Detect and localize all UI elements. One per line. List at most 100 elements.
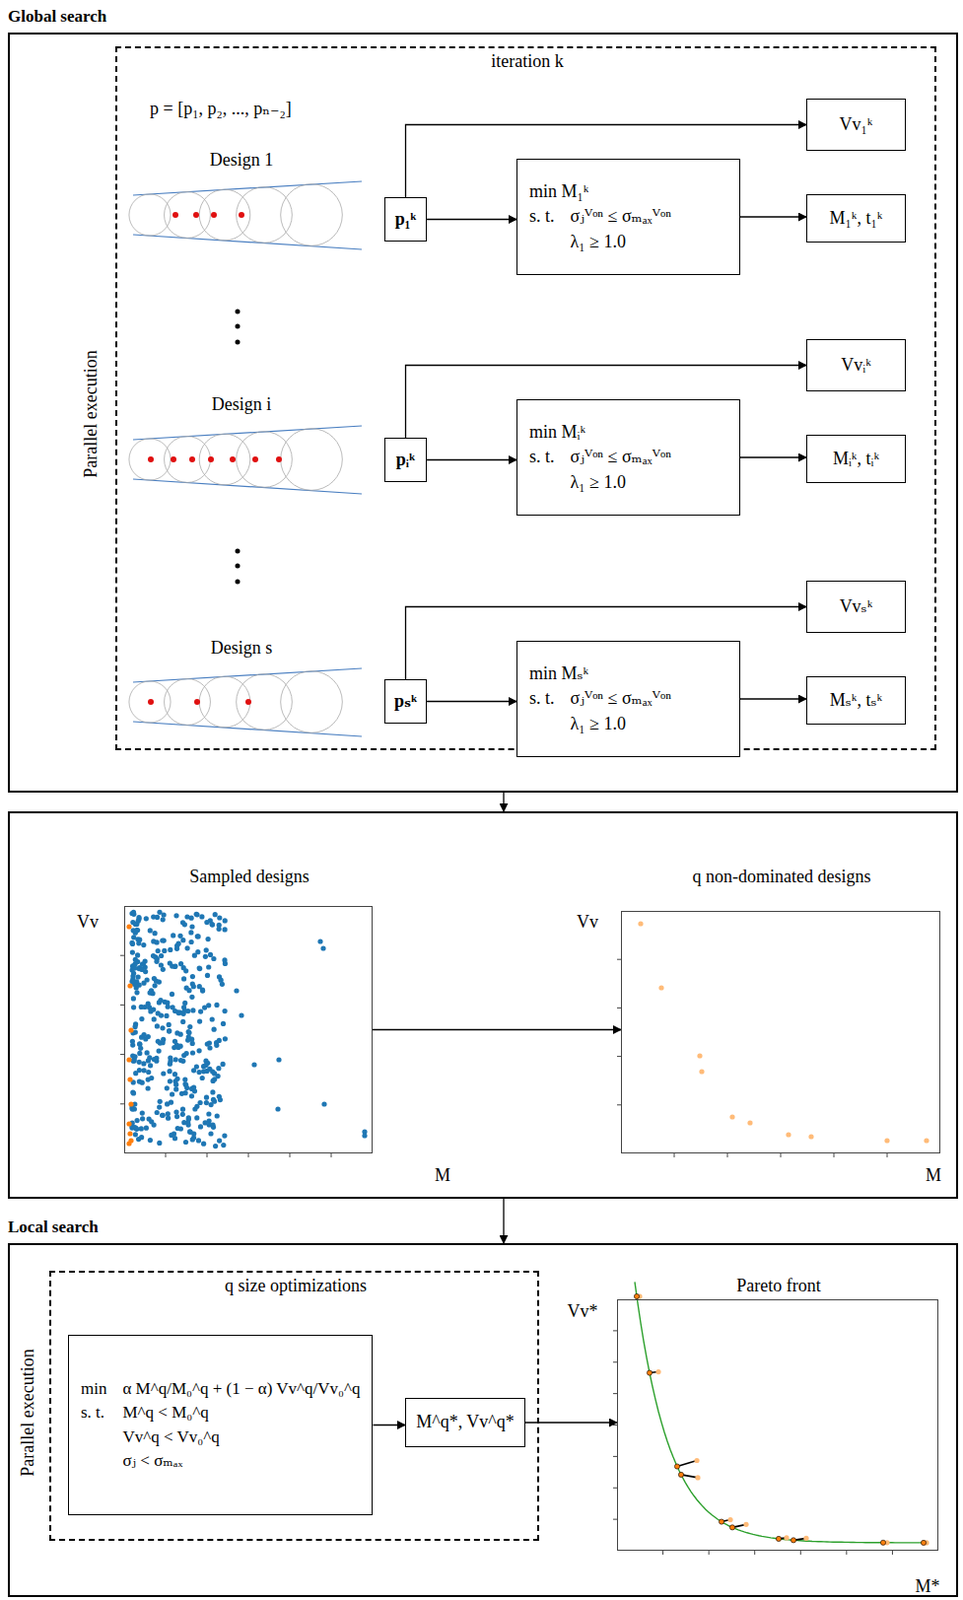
sample-dot xyxy=(140,942,146,948)
sample-dot xyxy=(167,1068,173,1074)
parameter-dot xyxy=(238,211,245,218)
sample-dot xyxy=(195,933,201,939)
parameter-dot xyxy=(170,456,177,463)
sample-dot xyxy=(173,1109,179,1115)
sample-dot xyxy=(209,921,215,927)
sample-dot xyxy=(173,912,179,918)
non-dominated-dot xyxy=(127,982,133,988)
weighted-optimization-box: minα M^q/M₀^q + (1 − α) Vv^q/Vv₀^qs. t.M… xyxy=(68,1334,373,1515)
sample-dot xyxy=(190,1049,196,1055)
sample-dot xyxy=(143,1125,149,1131)
sample-dot xyxy=(159,937,165,943)
sample-dot xyxy=(180,1019,186,1025)
sample-dot xyxy=(187,1024,193,1030)
sample-dot xyxy=(206,1110,211,1116)
ellipsis-dot xyxy=(235,340,241,345)
axis-tick xyxy=(800,1550,802,1555)
initial-dot xyxy=(783,1534,789,1540)
ellipsis-dot xyxy=(235,549,241,554)
sample-dot xyxy=(204,1095,209,1101)
box-text: p₁ᵏ xyxy=(395,208,416,231)
sample-dot xyxy=(154,1023,160,1029)
sample-dot xyxy=(155,1038,161,1044)
sample-dot xyxy=(180,919,186,925)
sample-dot xyxy=(212,911,218,917)
sample-dot xyxy=(210,1124,216,1130)
sample-dot xyxy=(151,1016,157,1022)
optimum-dot xyxy=(790,1537,796,1543)
non-dominated-dot xyxy=(126,1120,132,1126)
sample-dot xyxy=(361,1128,367,1134)
sample-dot xyxy=(203,954,208,960)
sample-dot xyxy=(131,995,137,1001)
non-dominated-dot xyxy=(698,1068,704,1074)
initial-dot xyxy=(655,1369,661,1375)
optimum-dot xyxy=(674,1463,680,1469)
sample-dot xyxy=(222,1035,228,1041)
box-text: min M₁ᵏ xyxy=(529,181,672,204)
non-dominated-dot xyxy=(126,1056,132,1062)
sample-dot xyxy=(149,990,155,996)
sample-dot xyxy=(139,1110,145,1116)
sample-dot xyxy=(137,937,142,943)
sample-dot xyxy=(216,1094,222,1100)
sample-dot xyxy=(209,922,215,928)
sample-dot xyxy=(180,1106,186,1112)
sample-dot xyxy=(197,1019,203,1025)
sample-dot xyxy=(156,1048,162,1054)
axis-label: M* xyxy=(914,1576,940,1598)
sample-dot xyxy=(189,923,195,929)
sample-dot xyxy=(129,940,135,946)
sample-dot xyxy=(192,1105,198,1111)
sample-dot xyxy=(167,1055,173,1061)
sample-dot xyxy=(222,926,228,932)
sample-dot xyxy=(184,1085,190,1091)
result-box: Mₛᵏ, tₛᵏ xyxy=(806,676,906,725)
sample-dot xyxy=(206,963,211,969)
sample-dot xyxy=(186,1116,192,1122)
parameter-dot xyxy=(229,456,236,463)
sample-dot xyxy=(214,1112,220,1118)
group-title: Local search xyxy=(7,1217,99,1238)
chart-title: Sampled designs xyxy=(189,866,310,889)
sample-dot xyxy=(317,938,323,944)
non-dominated-dot xyxy=(126,923,132,929)
box-text: σⱼⱽᵒⁿ ≤ σₘₐₓⱽᵒⁿ xyxy=(570,206,672,228)
initial-dot xyxy=(743,1521,749,1527)
sample-dot xyxy=(165,1004,171,1010)
sample-dot xyxy=(130,1038,136,1044)
parameter-dot xyxy=(210,211,217,218)
axis-tick xyxy=(708,1550,710,1555)
sample-dot xyxy=(139,962,145,967)
ellipsis-dot xyxy=(235,324,241,330)
parameter-dot xyxy=(252,456,259,463)
initial-dot xyxy=(803,1535,809,1541)
parameter-dot xyxy=(147,698,154,705)
section-circle xyxy=(164,436,211,483)
design-label: Design 1 xyxy=(209,149,275,172)
flow-arrow xyxy=(740,215,807,217)
parameter-box: p₁ᵏ xyxy=(384,197,427,242)
chart-title: Pareto front xyxy=(736,1275,821,1298)
sample-dot xyxy=(181,1052,187,1058)
box-text: σⱼⱽᵒⁿ ≤ σₘₐₓⱽᵒⁿ xyxy=(570,446,672,469)
sample-dot xyxy=(215,1065,221,1071)
initial-dot xyxy=(694,1474,700,1480)
side-label: Parallel execution xyxy=(17,1348,40,1476)
sample-dot xyxy=(190,1040,196,1046)
sample-dot xyxy=(182,1000,188,1006)
sample-dot xyxy=(160,966,166,972)
sample-dot xyxy=(199,913,205,919)
box-text: Mᵢᵏ, tᵢᵏ xyxy=(832,448,880,471)
box-text: σⱼⱽᵒⁿ ≤ σₘₐₓⱽᵒⁿ xyxy=(570,687,672,710)
section-circle xyxy=(236,431,293,488)
sample-dot xyxy=(203,1119,208,1125)
sample-dot xyxy=(197,1047,203,1053)
sample-dot xyxy=(170,1004,176,1010)
parameter-dot xyxy=(193,211,200,218)
box-text: α M^q/M₀^q + (1 − α) Vv^q/Vv₀^q xyxy=(122,1378,360,1399)
sample-dot xyxy=(189,1093,195,1099)
sample-dot xyxy=(275,1105,280,1111)
sample-dot xyxy=(135,1117,140,1123)
parameter-dot xyxy=(275,456,282,463)
